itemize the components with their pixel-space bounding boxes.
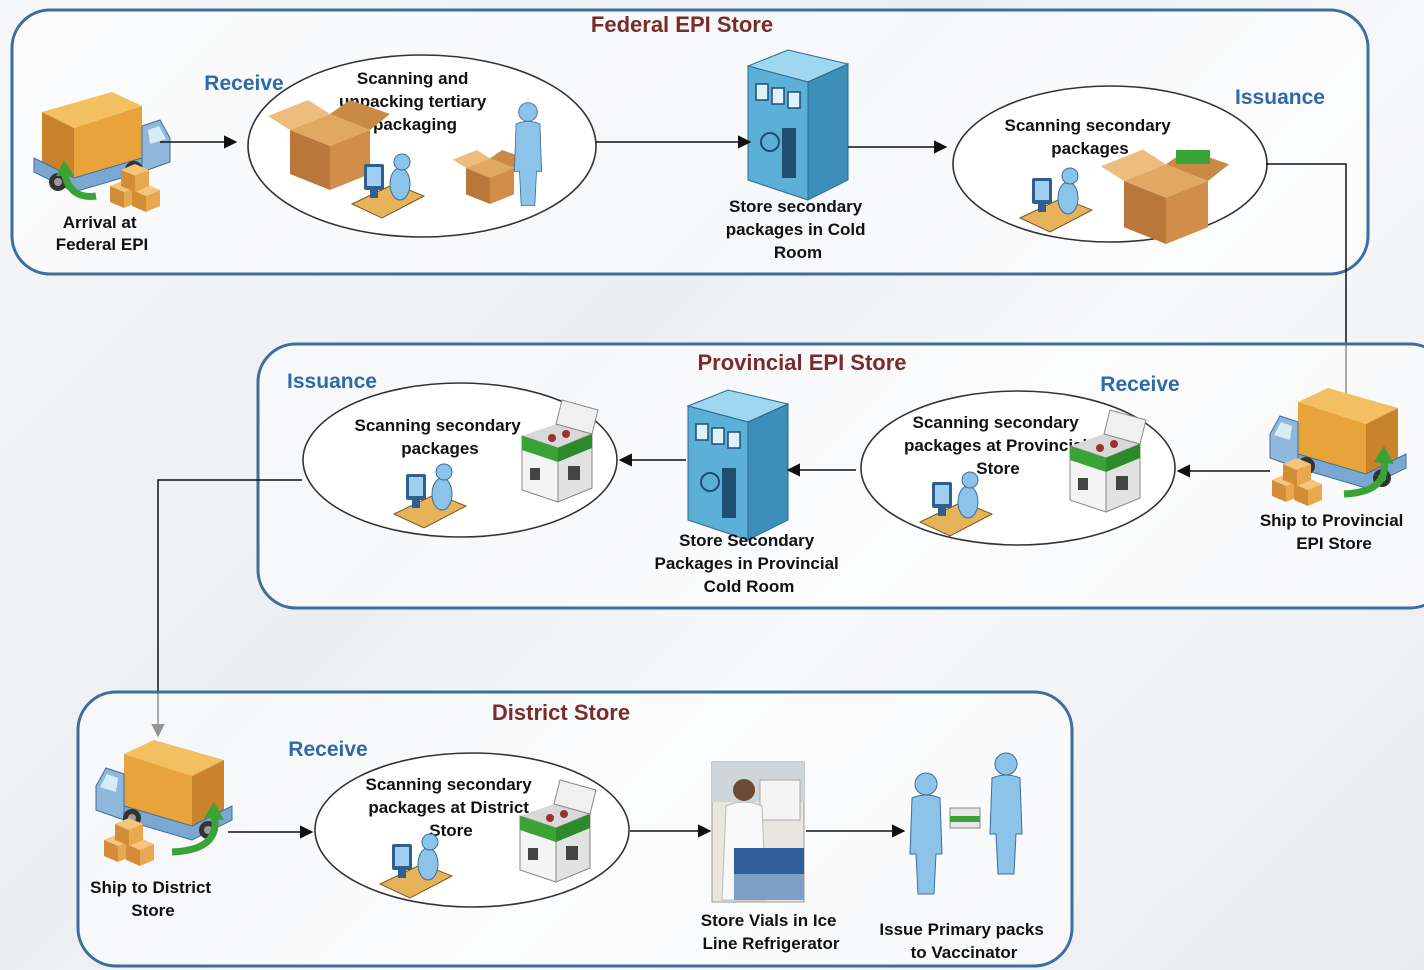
green-arrow-icon [171, 813, 219, 856]
fridge-caption: Store Vials in Ice Line Refrigerator [701, 911, 842, 953]
ship-to-district-caption: Ship to District Store [90, 878, 216, 920]
provincial-receive-label: Receive [1100, 373, 1179, 396]
federal-receive-label: Receive [204, 72, 283, 95]
federal-issuance-label: Issuance [1235, 86, 1325, 109]
federal-epi-store-panel: Federal EPI Store Receive Issuance Arriv… [10, 8, 1370, 276]
provincial-epi-store-panel: Provincial EPI Store Issuance Receive Sc… [256, 342, 1424, 610]
provincial-panel-title: Provincial EPI Store [697, 350, 906, 375]
handover-people-icon [909, 752, 1023, 895]
federal-cold-room-caption: Store secondary packages in Cold Room [726, 197, 871, 262]
provincial-issuance-label: Issuance [287, 370, 377, 393]
ship-to-provincial-group: Ship to Provincial EPI Store [1260, 387, 1408, 553]
green-package-icon [1176, 150, 1210, 164]
flow-arrow [1266, 163, 1353, 410]
unpacking-caption: Scanning and unpacking tertiary packagin… [339, 69, 491, 134]
issue-caption: Issue Primary packs to Vaccinator [879, 920, 1048, 962]
district-store-panel: District Store Receive Ship to District … [76, 690, 1074, 968]
district-scanning-caption: Scanning secondary packages at District … [365, 775, 536, 840]
provincial-issuance-caption: Scanning secondary packages [354, 416, 525, 458]
provincial-cold-room-caption: Store Secondary Packages in Provincial C… [655, 531, 844, 596]
district-receive-label: Receive [288, 738, 367, 761]
arrival-caption: Arrival at Federal EPI [56, 213, 149, 254]
federal-panel-title: Federal EPI Store [591, 12, 773, 37]
green-arrow-icon [1343, 457, 1389, 498]
cold-room-building-icon [747, 49, 849, 201]
ship-to-provincial-caption: Ship to Provincial EPI Store [1260, 511, 1408, 553]
cold-room-building-icon [687, 389, 789, 541]
refrigerator-photo-icon [711, 761, 805, 903]
provincial-receive-caption: Scanning secondary packages at Provincia… [904, 413, 1092, 478]
flow-arrow [151, 479, 302, 738]
district-panel-title: District Store [492, 700, 630, 725]
federal-scanning-caption: Scanning secondary packages [1004, 116, 1175, 158]
green-arrow-icon [60, 171, 97, 200]
provincial-issuance-oval [302, 382, 618, 538]
